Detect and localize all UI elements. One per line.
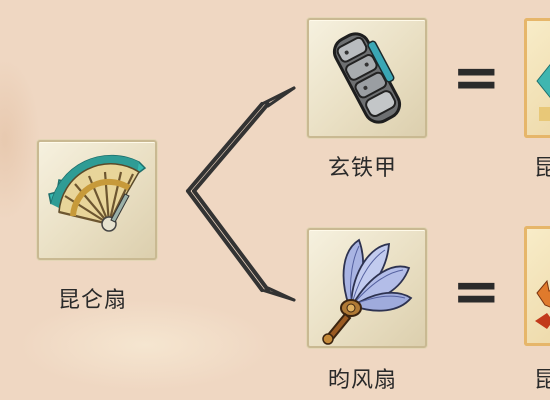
result-item-slot[interactable] — [524, 18, 550, 138]
source-item-slot[interactable] — [37, 140, 157, 260]
ingredient-item-name: 昀风扇 — [328, 368, 398, 393]
golden-fan-icon — [48, 154, 147, 232]
result-item-slot[interactable] — [524, 226, 550, 346]
equals-sign: = — [452, 43, 501, 111]
feather-fan-icon — [322, 238, 413, 345]
result-item-name: 昆 — [534, 156, 550, 181]
arrow-up-line — [186, 102, 264, 193]
equals-sign: = — [452, 257, 501, 325]
result-item-name: 昆 — [534, 368, 550, 393]
arrow-down-line — [192, 189, 270, 292]
arrow-up-line — [192, 102, 270, 193]
arrow-down-head — [266, 286, 296, 302]
ingredient-item-slot[interactable] — [307, 18, 427, 138]
iron-gauntlet-icon — [332, 32, 402, 124]
result-fan-icon — [535, 279, 550, 329]
ingredient-item-name: 玄铁甲 — [328, 156, 398, 181]
source-item-name: 昆仑扇 — [58, 288, 128, 313]
arrow-up-head — [266, 86, 296, 108]
ingredient-item-slot[interactable] — [307, 228, 427, 348]
result-fan-icon — [536, 63, 550, 121]
arrow-down-line — [186, 189, 264, 292]
decorative-smudge — [20, 300, 270, 390]
